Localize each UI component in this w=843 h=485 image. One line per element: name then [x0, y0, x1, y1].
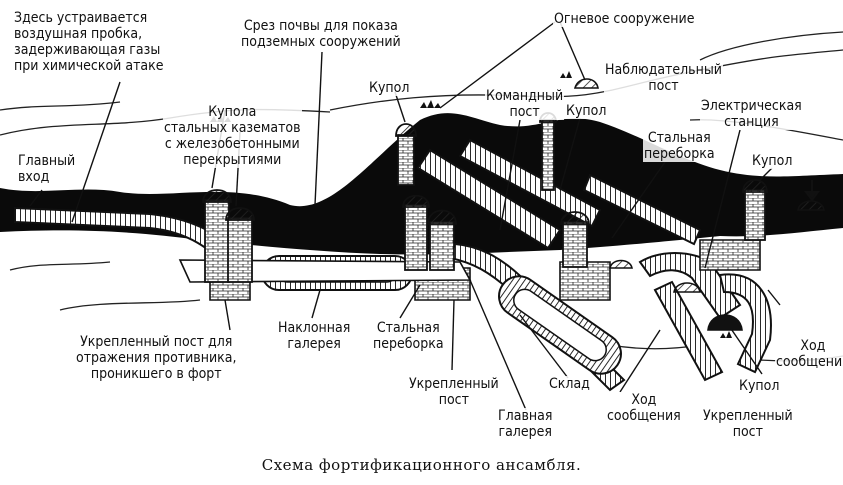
label-steel-bulkhead-top: Стальная переборка — [643, 130, 716, 162]
label-passage-center: Ход сообщения — [606, 392, 682, 424]
label-casemate-domes: Купола стальных казематов с железобетонн… — [163, 104, 302, 168]
label-fortified-post-right: Укрепленный пост — [702, 408, 794, 440]
label-passage-right: Ход сообщения — [775, 338, 843, 370]
label-power-station: Электрическая станция — [700, 98, 803, 130]
label-warehouse: Склад — [548, 376, 591, 392]
label-dome-command: Купол — [565, 103, 608, 119]
leader-lines — [29, 21, 781, 411]
label-fortified-post-center: Укрепленный пост — [408, 376, 500, 408]
label-dome-bottom: Купол — [738, 378, 781, 394]
figure-caption: Схема фортификационного ансамбля. — [261, 456, 582, 474]
label-observation-post: Наблюдательный пост — [604, 62, 723, 94]
gallery-tunnels — [14, 138, 772, 392]
label-fortified-post-left: Укрепленный пост для отражения противник… — [75, 334, 238, 382]
surface-domes — [573, 78, 825, 331]
label-main-entrance: Главный вход — [17, 153, 77, 185]
arrow-marker — [804, 180, 820, 202]
casemate-towers — [202, 112, 768, 283]
label-steel-bulkhead-bottom: Стальная переборка — [372, 320, 445, 352]
label-soil-cut: Срез почвы для показа подземных сооружен… — [240, 18, 402, 50]
label-fire-structure: Огневое сооружение — [553, 11, 696, 27]
warehouse-ring — [498, 275, 622, 375]
label-main-gallery: Главная галерея — [497, 408, 554, 440]
label-air-lock: Здесь устраивается воздушная пробка, зад… — [13, 10, 165, 74]
label-inclined-gallery: Наклонная галерея — [277, 320, 352, 352]
label-command-post: Командный пост — [485, 88, 565, 120]
label-dome-right: Купол — [751, 153, 794, 169]
label-dome-top: Купол — [368, 80, 411, 96]
